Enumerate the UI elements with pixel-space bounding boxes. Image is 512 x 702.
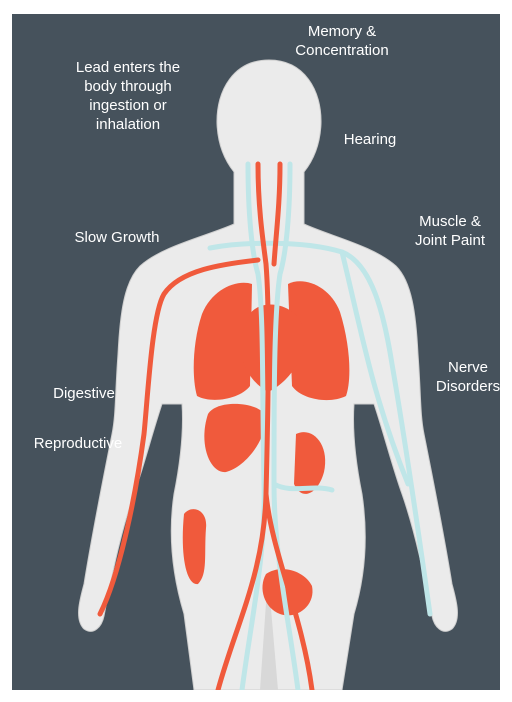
label-hearing: Hearing [330,130,410,149]
label-slow-growth: Slow Growth [62,228,172,247]
label-lead-entry: Lead enters the body through ingestion o… [58,58,198,134]
label-reproductive: Reproductive [22,434,134,453]
label-muscle-joint: Muscle & Joint Paint [398,212,500,250]
diagram-panel: Memory & Concentration Lead enters the b… [12,14,500,690]
label-memory-concentration: Memory & Concentration [282,22,402,60]
label-digestive: Digestive [38,384,130,403]
label-nerve-disorders: Nerve Disorders [428,358,500,396]
